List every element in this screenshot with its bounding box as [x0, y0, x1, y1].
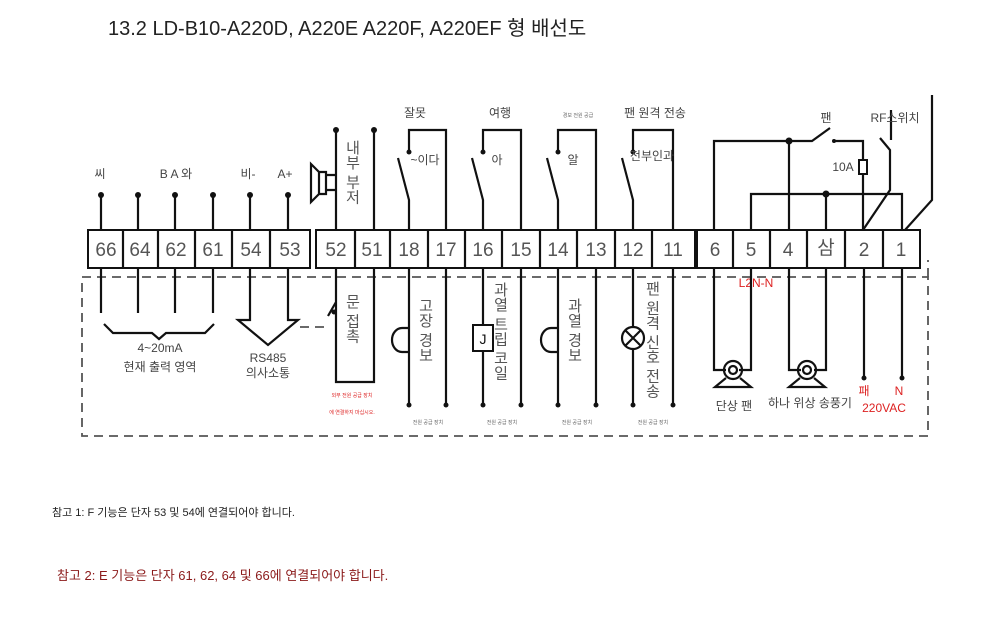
terminal-66: 66 — [95, 240, 116, 261]
fault-alarm-label: 고장 경보 — [417, 298, 434, 362]
fuse-label: 10A — [832, 160, 853, 174]
terminal-11: 11 — [663, 240, 683, 261]
line-label: 패 — [858, 384, 869, 398]
bell-icon — [539, 326, 558, 354]
svg-text:~이다: ~이다 — [410, 153, 439, 167]
current-range: 4~20mA — [137, 341, 182, 355]
terminal-54: 54 — [240, 240, 262, 261]
l2n-label: L2N-N — [739, 276, 774, 290]
terminal-16: 16 — [472, 240, 493, 261]
supply-label: 전원 공급 장치 — [638, 419, 668, 426]
neutral-label: N — [895, 384, 904, 398]
supply-label: 전원 공급 장치 — [413, 419, 443, 426]
terminal-3: 삼 — [817, 237, 834, 259]
svg-text:J: J — [480, 331, 487, 347]
note-2: 참고 2: E 기능은 단자 61, 62, 64 및 66에 연결되어야 합니… — [57, 568, 388, 583]
supply-label: 전원 공급 장치 — [487, 419, 517, 426]
warning-text-2: 에 연결하지 마십시오. — [329, 409, 375, 416]
svg-text:잘못: 잘못 — [404, 106, 426, 120]
terminal-13: 13 — [585, 240, 606, 261]
buzzer-label: 내부 부저 — [344, 140, 361, 204]
door-contact-label: 문 접촉 — [344, 294, 361, 343]
terminal-52: 52 — [325, 240, 346, 261]
terminal-5: 5 — [746, 240, 757, 261]
bell-icon — [390, 326, 409, 354]
terminal-62: 62 — [165, 240, 186, 261]
terminal-51: 51 — [361, 240, 382, 261]
terminal-53: 53 — [279, 240, 300, 261]
supply-label: 전원 공급 장치 — [562, 419, 592, 426]
svg-text:여행: 여행 — [489, 105, 511, 120]
fan-remote-signal-label: 팬 원격 신호 전송 — [644, 281, 661, 399]
fuse-icon — [858, 159, 868, 175]
current-output-label: 현재 출력 영역 — [124, 360, 197, 374]
terminal-18: 18 — [398, 240, 419, 261]
label-b-minus: 비- — [240, 167, 255, 181]
terminal-1: 1 — [896, 240, 907, 261]
single-phase-fan-icon — [711, 359, 755, 389]
terminal-6: 6 — [710, 240, 721, 261]
terminal-61: 61 — [202, 240, 223, 261]
warning-text-1: 외부 전원 공급 장치 — [332, 392, 373, 399]
blower-icon — [785, 359, 829, 389]
voltage-label: 220VAC — [862, 401, 906, 415]
terminal-15: 15 — [510, 240, 531, 261]
terminal-14: 14 — [547, 240, 569, 261]
trip-coil-label: 과열 트립 코일 — [492, 282, 509, 381]
svg-text:아: 아 — [491, 153, 502, 167]
terminal-17: 17 — [435, 240, 456, 261]
relay-fault: 잘못 ~이다 — [396, 106, 448, 230]
terminal-4: 4 — [783, 240, 794, 261]
single-phase-fan-label: 단상 팬 — [716, 399, 752, 413]
svg-text:전부인과: 전부인과 — [630, 149, 674, 163]
label-ba: B A 와 — [160, 167, 192, 181]
label-c: 씨 — [94, 167, 105, 181]
lamp-icon — [620, 325, 646, 351]
trip-coil-icon — [472, 324, 494, 352]
overheat-alarm-label: 과열 경보 — [566, 298, 583, 362]
terminal-64: 64 — [129, 240, 151, 261]
terminal-block-2: 52 51 18 17 16 15 14 13 12 11 내부 부저 잘못 ~… — [300, 105, 696, 426]
fan-switch-label: 팬 — [820, 111, 831, 125]
terminal-2: 2 — [859, 240, 870, 261]
svg-text:경보 전원 공급: 경보 전원 공급 — [563, 112, 594, 119]
rs485-label: RS485 — [250, 351, 287, 365]
relay-fan-remote: 팬 원격 전송 전부인과 — [620, 106, 686, 230]
communication-label: 의사소통 — [246, 366, 290, 380]
label-a-plus: A+ — [277, 167, 292, 181]
terminal-block-3: 6 5 4 삼 2 1 팬 10A RF스위치 L2N-N 단상 팬 하나 위상… — [696, 95, 934, 415]
blower-label: 하나 위상 송풍기 — [768, 396, 852, 410]
relay-trip: 여행 아 — [470, 105, 523, 230]
svg-text:알: 알 — [567, 153, 578, 167]
rf-switch-label: RF스위치 — [870, 111, 919, 125]
relay-alarm: 경보 전원 공급 알 — [545, 112, 598, 230]
note-1: 참고 1: F 기능은 단자 53 및 54에 연결되어야 합니다. — [52, 506, 295, 519]
svg-text:팬 원격 전송: 팬 원격 전송 — [624, 106, 686, 120]
terminal-block-1: 66 64 62 61 54 53 씨 B A 와 비- A+ 4~20mA 현… — [87, 167, 311, 380]
page-title: 13.2 LD-B10-A220D, A220E A220F, A220EF 형… — [108, 17, 586, 40]
terminal-12: 12 — [622, 240, 643, 261]
enclosure-border — [81, 276, 929, 437]
buzzer-icon — [309, 161, 328, 205]
